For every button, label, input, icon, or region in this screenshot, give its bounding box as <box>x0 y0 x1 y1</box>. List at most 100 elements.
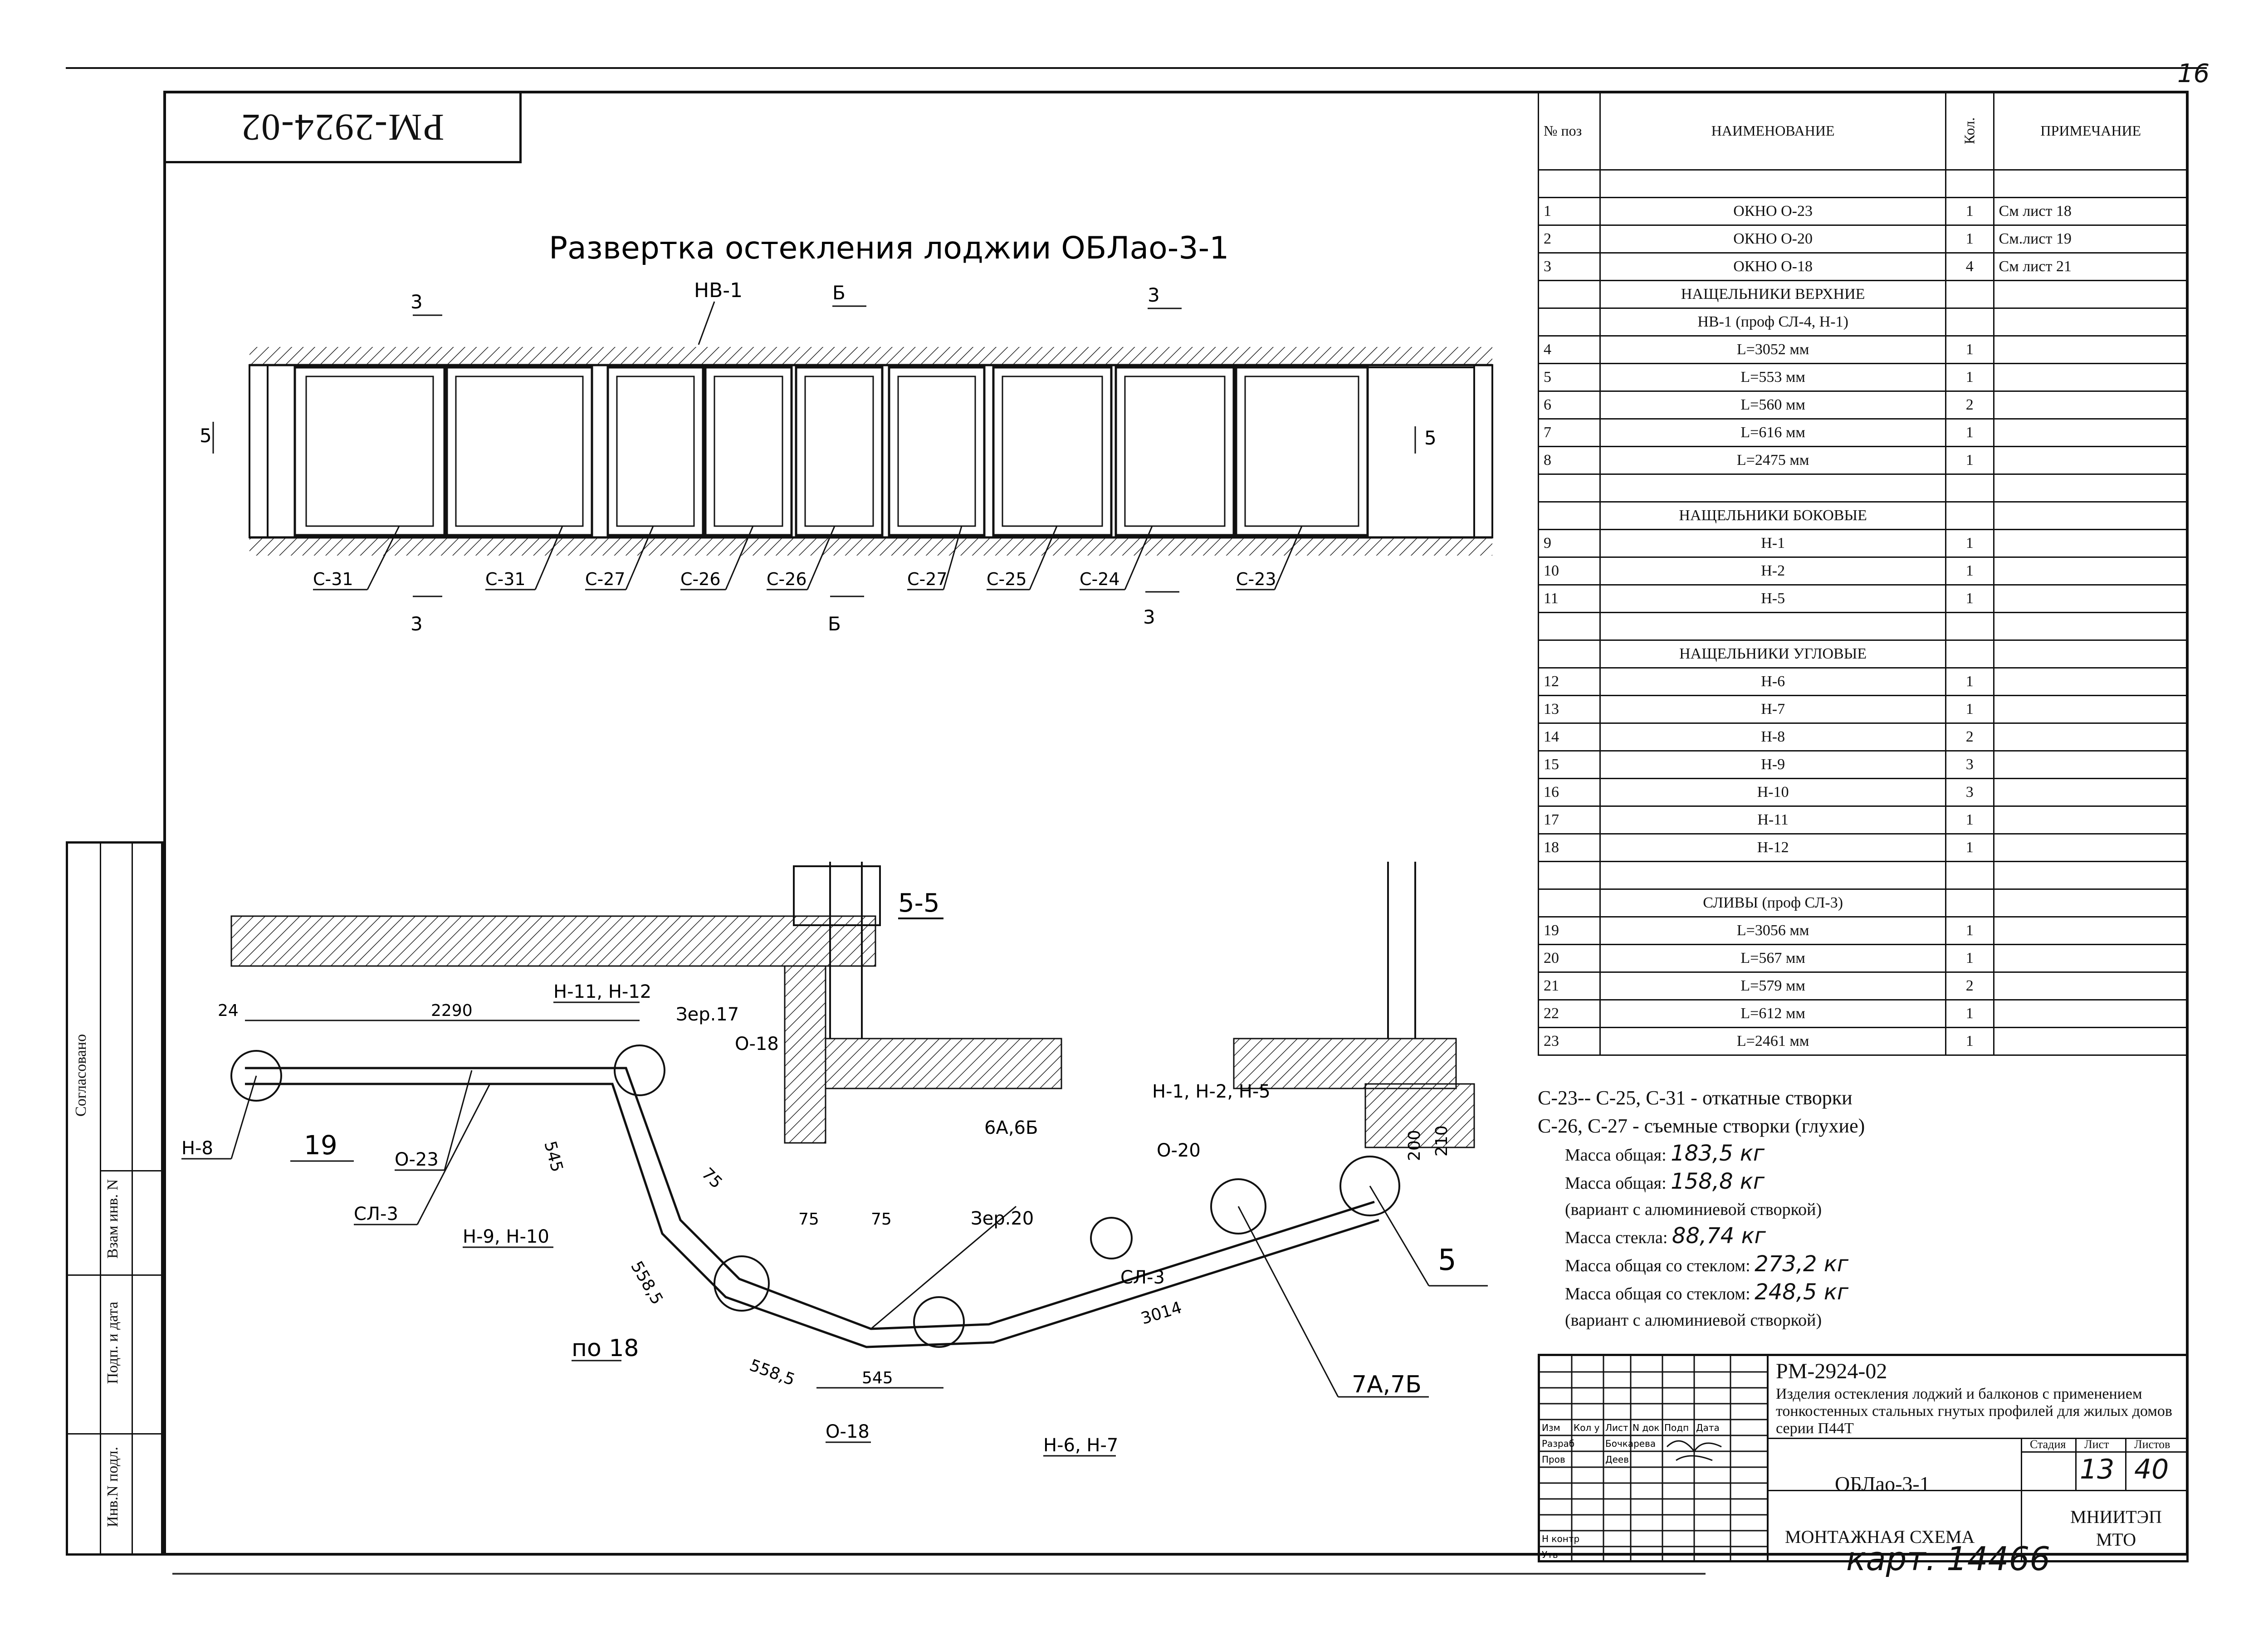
spec-cell-qty: 1 <box>1945 667 1994 696</box>
tb-role-developer: Разраб <box>1542 1438 1574 1449</box>
spec-cell-note <box>1993 169 2189 198</box>
top-rule <box>66 67 2207 69</box>
spec-row <box>1537 861 2189 890</box>
alu-variant-note-2: (вариант с алюминиевой створкой) <box>1565 1311 1822 1330</box>
spec-cell-note <box>1993 501 2189 530</box>
spec-cell-note <box>1993 280 2189 309</box>
section-mark-b-top: Б <box>832 282 846 304</box>
plan-structure <box>230 862 1475 1148</box>
sash-label-c27-a: С-27 <box>585 569 626 589</box>
spec-cell-pos <box>1537 861 1601 890</box>
sash-label-c31-a: С-31 <box>313 569 353 589</box>
dim-75-c: 75 <box>871 1210 892 1229</box>
tb-sheets-total: 40 <box>2134 1454 2169 1485</box>
spec-row <box>1537 473 2189 503</box>
header-note: ПРИМЕЧАНИЕ <box>1993 91 2189 171</box>
label-h11-h12: Н-11, Н-12 <box>553 981 651 1002</box>
spec-cell-qty: 1 <box>1945 999 1994 1028</box>
spec-cell-name: L=2461 мм <box>1599 1027 1946 1056</box>
spec-cell-pos <box>1537 639 1601 669</box>
svg-text:3: 3 <box>411 613 423 635</box>
label-sl3-right: СЛ-3 <box>1120 1267 1165 1288</box>
elevation-sash-labels: С-31 С-31 С-27 С-26 С-26 С-27 С-25 С-24 … <box>313 526 1303 590</box>
label-h6-h7: Н-6, Н-7 <box>1043 1435 1118 1456</box>
spec-cell-qty: 1 <box>1945 916 1994 945</box>
elevation-section-marks: 3 Б 3 5 5 3 Б 3 <box>200 282 1437 635</box>
mass-glass-label: Масса стекла: <box>1565 1228 1668 1247</box>
spec-cell-pos <box>1537 307 1601 337</box>
spec-cell-note <box>1993 335 2189 364</box>
sash-label-c24: С-24 <box>1080 569 1120 589</box>
label-o23: О-23 <box>395 1149 439 1170</box>
spec-cell-pos: 15 <box>1537 750 1601 779</box>
spec-cell-name: L=579 мм <box>1599 971 1946 1000</box>
spec-cell-pos <box>1537 612 1601 641</box>
alu-variant-note-1: (вариант с алюминиевой створкой) <box>1565 1200 1822 1219</box>
label-h8: Н-8 <box>181 1138 213 1159</box>
svg-text:3: 3 <box>1143 606 1155 628</box>
page-number: 16 <box>2177 59 2210 88</box>
tb-role-podp: Подп <box>1664 1422 1689 1433</box>
spec-cell-note <box>1993 529 2189 558</box>
spec-cell-name: ОКНО О-18 <box>1599 252 1946 281</box>
spec-cell-pos: 18 <box>1537 833 1601 862</box>
label-o18-bottom: О-18 <box>826 1421 870 1442</box>
section-mark-3-top-right: 3 <box>1148 284 1160 306</box>
dim-558-b: 558,5 <box>747 1356 797 1390</box>
spec-cell-name: Н-10 <box>1599 778 1946 807</box>
spec-cell-note <box>1993 307 2189 337</box>
callout-per-sheet-18: по 18 <box>572 1335 639 1362</box>
mass-with-glass-alu-label: Масса общая со стеклом: <box>1565 1284 1750 1303</box>
mass-total-alu-row: Масса общая: 158,8 кг <box>1538 1168 2173 1196</box>
callout-sheet-19: 19 <box>304 1130 337 1161</box>
spec-cell-pos: 3 <box>1537 252 1601 281</box>
spec-cell-qty <box>1945 888 1994 917</box>
spec-cell-note <box>1993 363 2189 392</box>
elevation-top-hatch <box>249 347 1492 365</box>
spec-cell-pos: 14 <box>1537 722 1601 752</box>
tb-role-norm-control: Н контр <box>1542 1533 1579 1544</box>
spec-cell-pos: 9 <box>1537 529 1601 558</box>
spec-cell-note <box>1993 556 2189 586</box>
spec-cell-name <box>1599 473 1946 503</box>
sash-label-c27-b: С-27 <box>907 569 948 589</box>
margin-sign-date-label: Подп. и дата <box>104 1302 121 1384</box>
spec-cell-qty: 1 <box>1945 805 1994 834</box>
spec-cell-note <box>1993 971 2189 1000</box>
dim-210: 210 <box>1432 1125 1451 1157</box>
dim-545-a: 545 <box>540 1139 566 1174</box>
mass-total-alu-label: Масса общая: <box>1565 1174 1667 1193</box>
header-pos: № поз <box>1537 91 1601 171</box>
spec-cell-name: L=612 мм <box>1599 999 1946 1028</box>
mass-with-glass-alu-value: 248,5 кг <box>1755 1279 1849 1305</box>
callout-sheet-5: 5 <box>1438 1244 1457 1277</box>
svg-text:Б: Б <box>828 613 841 635</box>
spec-cell-pos: 2 <box>1537 224 1601 254</box>
spec-cell-note <box>1993 999 2189 1028</box>
margin-approval-stamp: Согласовано Взам инв. N Подп. и дата Инв… <box>66 841 163 1556</box>
tb-role-checker: Пров <box>1542 1454 1565 1465</box>
spec-cell-name: НВ-1 (проф СЛ-4, Н-1) <box>1599 307 1946 337</box>
spec-cell-pos <box>1537 501 1601 530</box>
tb-checker-name: Деев <box>1605 1454 1629 1465</box>
spec-cell-qty: 2 <box>1945 722 1994 752</box>
mass-glass-value: 88,74 кг <box>1672 1223 1766 1249</box>
spec-cell-pos <box>1537 473 1601 503</box>
drawing-stamp-box: РМ-2924-02 <box>163 91 522 163</box>
callout-7a-7b: 7А,7Б <box>1352 1371 1422 1398</box>
mass-total-label: Масса общая: <box>1565 1146 1667 1165</box>
spec-cell-note <box>1993 944 2189 973</box>
spec-cell-note <box>1993 667 2189 696</box>
spec-table-header: № поз НАИМЕНОВАНИЕ Кол. ПРИМЕЧАНИЕ <box>1537 91 2189 171</box>
drawing-canvas: Развертка остекления лоджии ОБЛао-3-1 НВ… <box>181 230 1493 1457</box>
spec-cell-qty: 2 <box>1945 971 1994 1000</box>
bottom-rule <box>172 1573 1706 1575</box>
dim-545-b: 545 <box>862 1369 893 1387</box>
